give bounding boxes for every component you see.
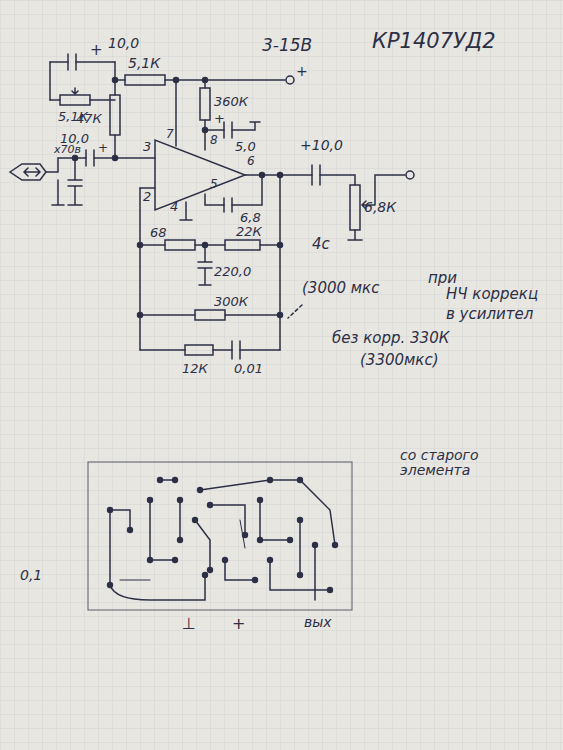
label-text: 4с — [312, 236, 330, 253]
pcb-pad — [147, 557, 153, 563]
label-text: без корр. 330К — [332, 330, 449, 347]
label-text: 6,8 — [240, 211, 261, 225]
pcb-pad — [332, 542, 338, 548]
label-text: ⊥ — [182, 615, 196, 633]
pcb-pad — [192, 517, 198, 523]
label-text: 5,1К — [128, 56, 160, 71]
pcb-pads — [107, 477, 338, 593]
label-text: вых — [304, 615, 332, 630]
label-text: 68 — [150, 226, 167, 240]
pcb-pad — [207, 567, 213, 573]
label-text: со старого элемента — [400, 448, 530, 479]
pcb-pad — [297, 572, 303, 578]
pcb-pad — [297, 517, 303, 523]
pcb-pad — [107, 507, 113, 513]
pcb-pad — [257, 497, 263, 503]
pcb-pad — [177, 497, 183, 503]
pcb-pad — [327, 587, 333, 593]
pcb-pad — [172, 557, 178, 563]
pcb-pad — [127, 527, 133, 533]
label-text: 300К — [214, 295, 248, 309]
pcb-pad — [172, 477, 178, 483]
pcb-pad — [267, 557, 273, 563]
label-text: 3 — [143, 140, 151, 154]
label-text: +10,0 — [300, 138, 343, 153]
pcb-pad — [267, 477, 273, 483]
label-text: КР1407УД2 — [372, 30, 496, 53]
pcb-pad — [202, 572, 208, 578]
label-text: 5,0 — [235, 140, 256, 154]
label-text: 4 — [170, 200, 178, 214]
pcb-pad — [177, 537, 183, 543]
pcb-pad — [312, 542, 318, 548]
label-text: в усилител — [446, 306, 533, 323]
label-text: при — [428, 270, 457, 287]
pcb-pad — [207, 502, 213, 508]
pcb-pad — [242, 532, 248, 538]
label-text: 6,8К — [364, 200, 396, 215]
label-text: 22К — [236, 225, 262, 239]
label-text: + — [90, 42, 103, 59]
label-text: + — [232, 615, 245, 633]
label-text: 2 — [143, 190, 151, 204]
pcb-pad — [257, 537, 263, 543]
pcb-pad — [287, 537, 293, 543]
label-text: х70в — [54, 144, 81, 156]
label-text: 5 — [210, 178, 218, 191]
pcb-pad — [107, 582, 113, 588]
label-text: (3000 мкс — [302, 280, 379, 297]
label-text: НЧ коррекц — [446, 286, 538, 303]
pcb-pad — [222, 557, 228, 563]
label-text: 47К — [76, 112, 102, 126]
label-text: 10,0 — [108, 36, 139, 51]
label-text: 220,0 — [214, 265, 251, 279]
label-text: 0,01 — [234, 362, 263, 376]
label-text: 12К — [182, 362, 208, 376]
label-text: + — [296, 64, 308, 79]
label-text: (3300мкс) — [360, 352, 439, 369]
label-text: 8 — [210, 134, 218, 147]
label-text: 3-15В — [262, 36, 312, 55]
label-text: + — [214, 112, 225, 126]
label-text: 0,1 — [20, 568, 42, 583]
label-text: 6 — [247, 155, 255, 168]
label-text: 360К — [214, 95, 248, 109]
pcb-pad — [147, 497, 153, 503]
pcb-pad — [157, 477, 163, 483]
label-text: + — [98, 142, 108, 155]
pcb-pad — [252, 577, 258, 583]
label-text: 7 — [166, 128, 174, 141]
pcb-pad — [197, 487, 203, 493]
pcb-pad — [297, 477, 303, 483]
